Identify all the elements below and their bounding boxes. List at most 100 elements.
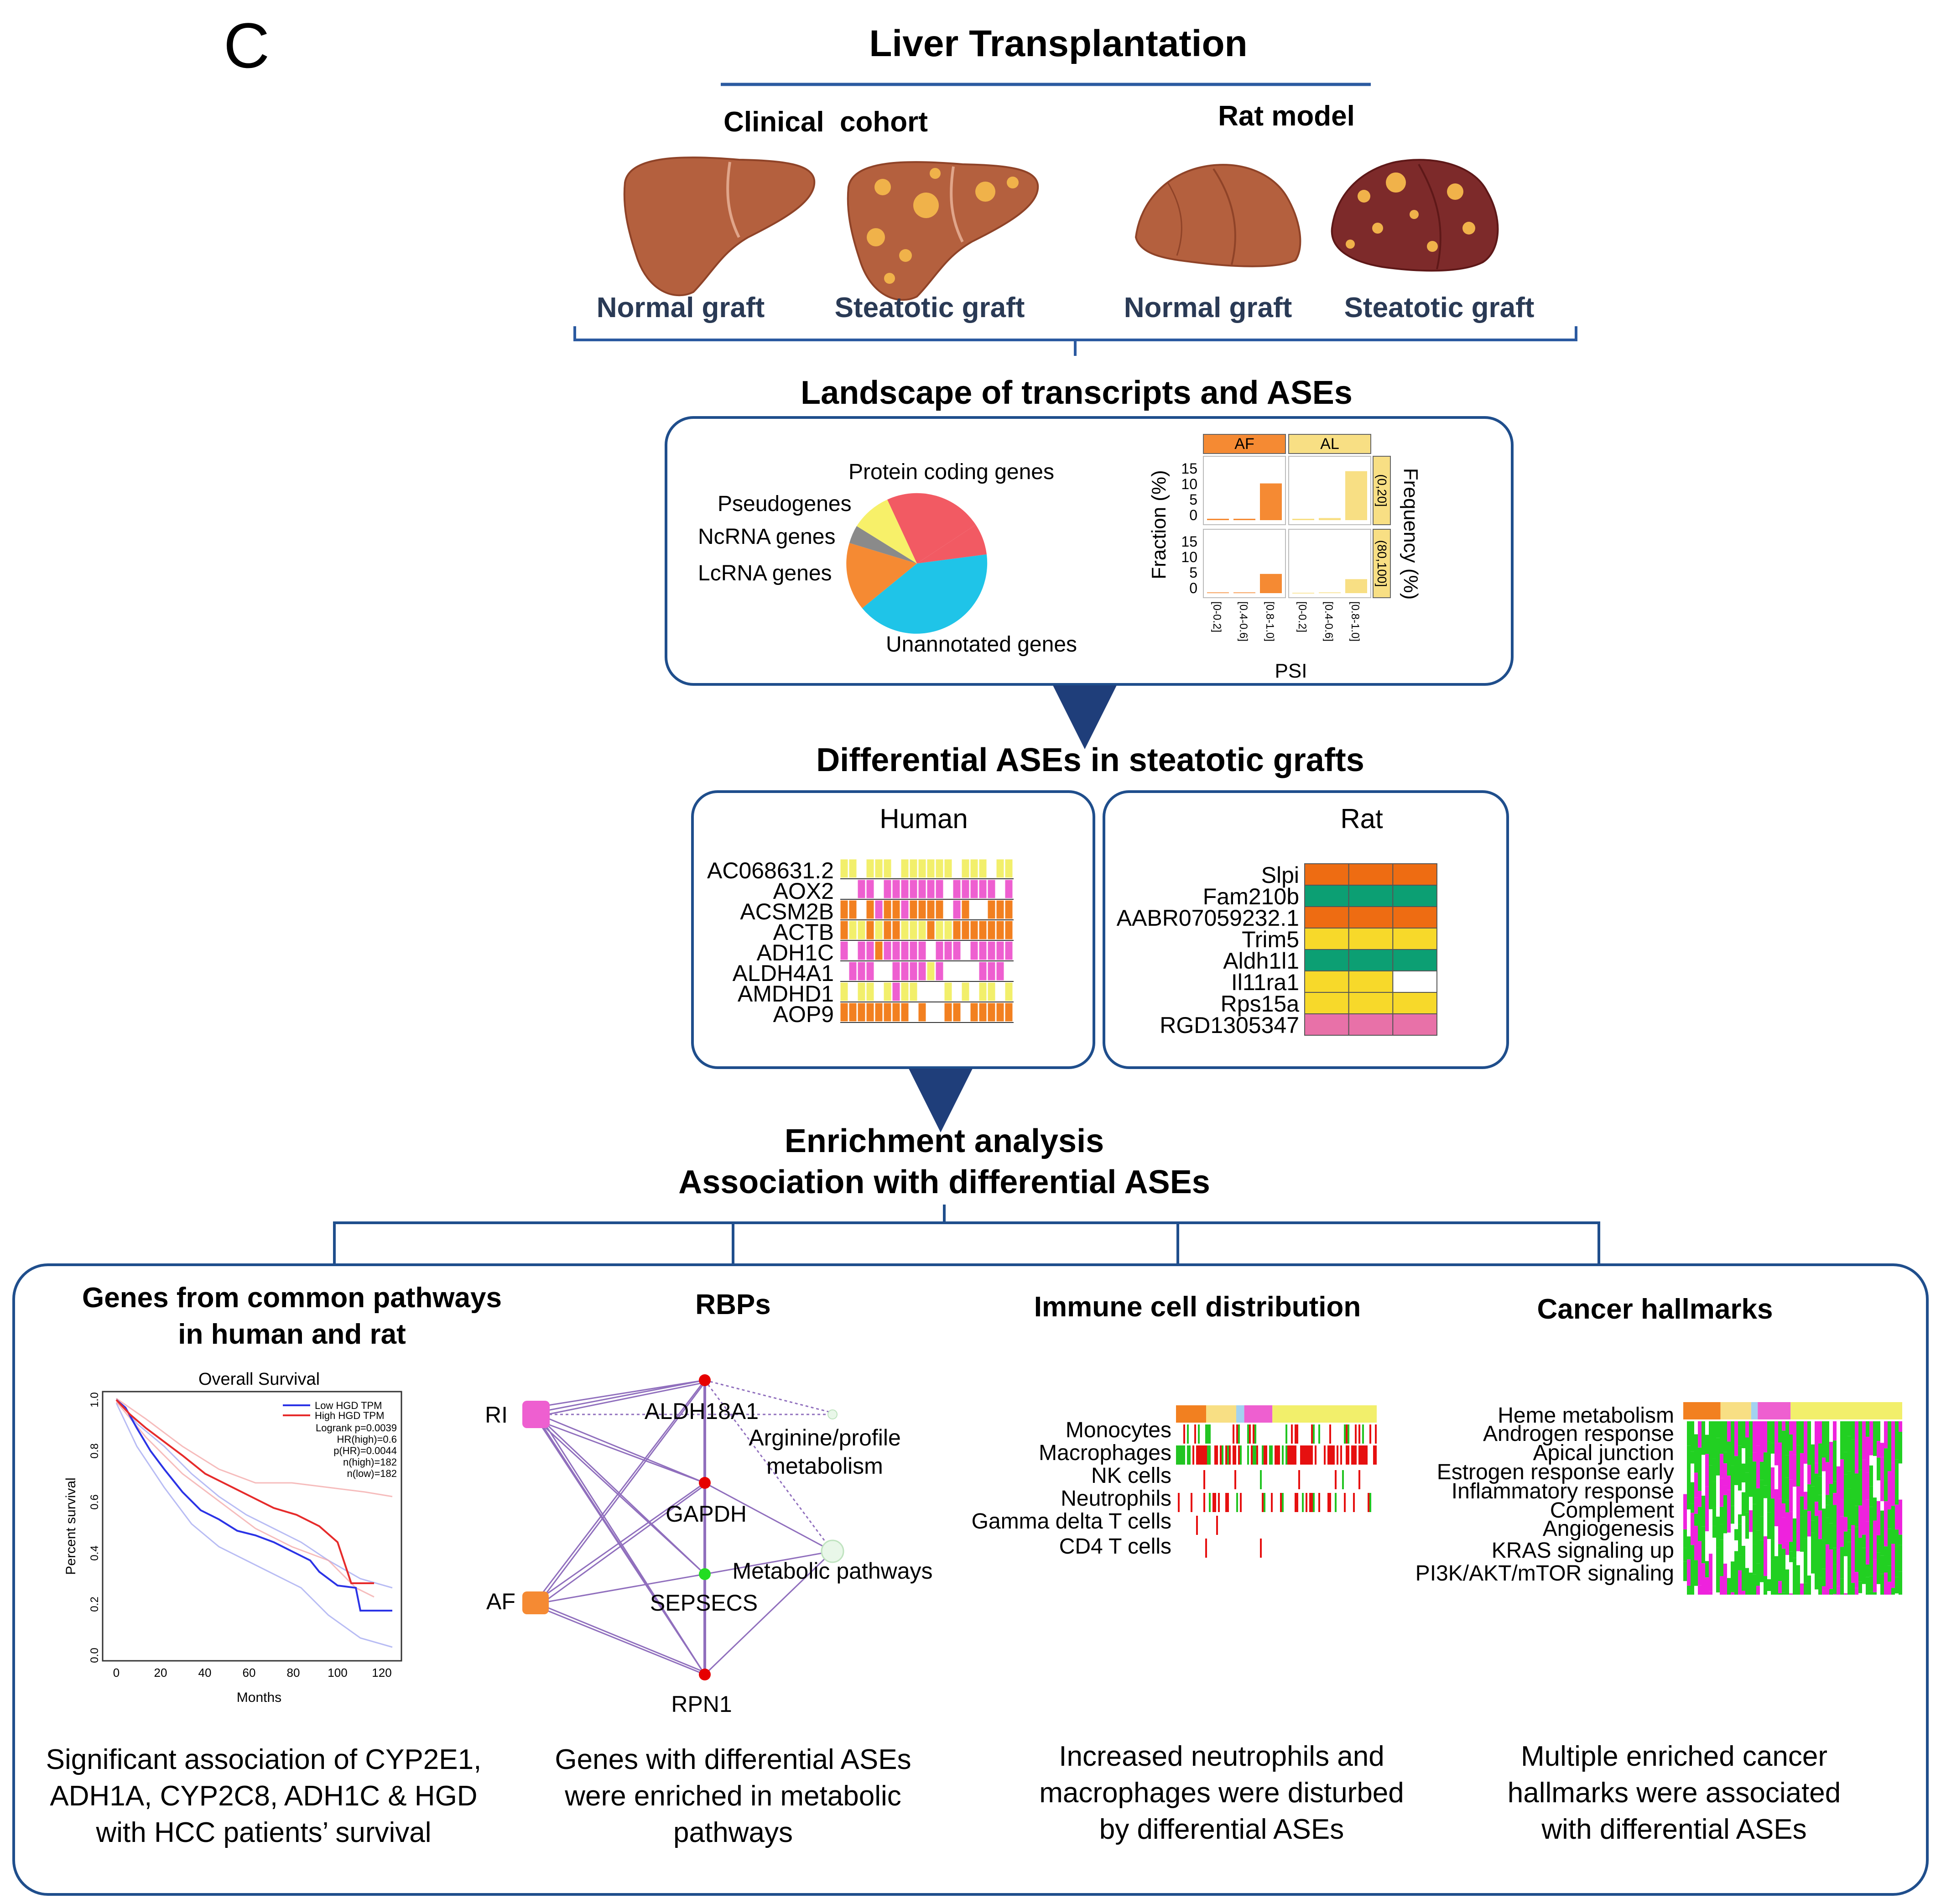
human-heat-cell-4-12 — [935, 920, 944, 940]
cancer-cell-45-0 — [1844, 1421, 1847, 1452]
human-heat-cell-1-9 — [909, 859, 918, 878]
cancer-cell-44-172 — [1840, 1499, 1844, 1517]
human-heat-cell-5-7 — [892, 941, 900, 960]
immune-cell-mark-4-88 — [1335, 1493, 1337, 1512]
cancer-cell-3-368 — [1691, 1589, 1694, 1595]
human-heat-cell-1-1 — [840, 859, 848, 878]
human-heat-cell-8-13 — [944, 1002, 952, 1022]
rbp-label-ri: RI — [485, 1402, 508, 1428]
cancer-cell-16-270 — [1738, 1544, 1742, 1556]
cancer-cell-40-90 — [1826, 1462, 1829, 1495]
cancer-cell-33-0 — [1800, 1421, 1804, 1453]
human-heat-cell-4-11 — [926, 920, 935, 940]
cancer-cell-58-269 — [1891, 1544, 1895, 1588]
immune-cell-mark-2-57 — [1278, 1445, 1280, 1465]
cancer-cell-12-141 — [1723, 1485, 1727, 1495]
immune-cell-mark-1-40 — [1247, 1424, 1249, 1444]
xtick-af-1: [0-0.2] — [1211, 601, 1223, 632]
human-heat-cell-2-6 — [883, 879, 892, 899]
immune-cell-mark-5-12 — [1196, 1516, 1198, 1535]
cancer-cell-27-71 — [1778, 1454, 1782, 1499]
graft-bracket — [573, 326, 1577, 356]
human-heat-cell-5-10 — [918, 941, 926, 960]
immune-cell-mark-2-1 — [1176, 1445, 1178, 1465]
cancer-cell-49-377 — [1858, 1593, 1862, 1595]
rat-heat-cell-5-2 — [1348, 949, 1394, 971]
human-heat-cell-6-7 — [892, 961, 900, 981]
human-heat-cell-1-11 — [926, 859, 935, 878]
cancer-cell-20-336 — [1753, 1574, 1756, 1595]
cancer-cell-2-252 — [1687, 1536, 1691, 1560]
cancer-cell-19-332 — [1749, 1572, 1753, 1595]
rat-heat-cell-1-3 — [1392, 863, 1437, 886]
cancer-cell-21-147 — [1756, 1488, 1760, 1531]
pie-slice-ncrna — [849, 526, 917, 563]
human-heat-cell-7-5 — [874, 982, 883, 1002]
human-heat-cell-7-7 — [892, 982, 900, 1002]
cancer-cell-32-143 — [1796, 1486, 1800, 1532]
cancer-cell-57-109 — [1888, 1471, 1891, 1510]
cancer-cell-3-0 — [1691, 1421, 1694, 1452]
cancer-cell-18-322 — [1745, 1568, 1749, 1595]
cancer-cell-20-0 — [1753, 1421, 1756, 1453]
immune-cell-mark-4-9 — [1191, 1493, 1192, 1512]
human-heat-cell-6-5 — [874, 961, 883, 981]
survival-xlabel: Months — [237, 1690, 281, 1705]
cancer-cell-19-195 — [1749, 1510, 1753, 1532]
cancer-cell-40-350 — [1826, 1581, 1829, 1595]
cancer-cell-19-166 — [1749, 1497, 1753, 1510]
cancer-cell-31-73 — [1793, 1455, 1796, 1487]
hallmark-5: Inflammatory response — [1452, 1479, 1674, 1503]
cancer-cell-9-342 — [1712, 1577, 1716, 1595]
human-heat-cell-6-15 — [961, 961, 970, 981]
xtick-al-3: [0.8-1.0] — [1349, 601, 1361, 642]
human-heat-cell-7-2 — [848, 982, 857, 1002]
cancer-cell-25-261 — [1771, 1540, 1774, 1560]
immune-cell-mark-2-84 — [1327, 1445, 1329, 1465]
cancer-cell-46-265 — [1847, 1542, 1851, 1567]
cancer-cell-15-0 — [1734, 1421, 1738, 1456]
cancer-cell-14-375 — [1731, 1592, 1734, 1595]
cancer-cell-17-0 — [1742, 1421, 1745, 1449]
human-heat-cell-7-9 — [909, 982, 918, 1002]
facet-row-top-label: (0,20] — [1375, 474, 1389, 507]
immune-cell-mark-4-98 — [1353, 1493, 1355, 1512]
human-heat-cell-1-19 — [996, 859, 1004, 878]
human-heat-cell-2-18 — [987, 879, 996, 899]
cancer-cell-33-165 — [1800, 1496, 1804, 1517]
human-heat-cell-2-9 — [909, 879, 918, 899]
immune-cell-mark-1-79 — [1318, 1424, 1320, 1444]
human-heat-cell-8-17 — [978, 1002, 987, 1022]
immune-cell-mark-4-2 — [1178, 1493, 1180, 1512]
human-heat-cell-7-13 — [944, 982, 952, 1002]
immune-cell-mark-4-85 — [1329, 1493, 1331, 1512]
cancer-cell-29-262 — [1785, 1541, 1789, 1555]
immune-cell-mark-2-30 — [1229, 1445, 1231, 1465]
immune-cell-mark-2-89 — [1337, 1445, 1338, 1465]
ytick-bot-10: 10 — [1181, 549, 1197, 565]
human-heat-cell-7-18 — [987, 982, 996, 1002]
rat-heat-cell-5-3 — [1392, 949, 1437, 971]
cancer-cell-4-113 — [1694, 1472, 1698, 1488]
xtick-7: 120 — [372, 1666, 391, 1680]
rbps-heading: RBPs — [695, 1289, 770, 1320]
rat-model-label: Rat model — [1218, 100, 1355, 132]
human-gene-2: AOX2 — [773, 878, 834, 904]
cancer-cell-55-196 — [1880, 1510, 1884, 1556]
human-heat-cell-1-13 — [944, 859, 952, 878]
cancer-cell-11-226 — [1720, 1524, 1723, 1540]
hallmark-9: PI3K/AKT/mTOR signaling — [1415, 1561, 1674, 1586]
rat-heat-cell-7-1 — [1304, 992, 1349, 1014]
cancer-cell-56-0 — [1884, 1421, 1888, 1449]
immune-cell-mark-1-34 — [1236, 1424, 1238, 1444]
human-heat-cell-2-4 — [866, 879, 874, 899]
human-heat-cell-1-20 — [1004, 859, 1013, 878]
human-heat-cell-5-18 — [987, 941, 996, 960]
cancer-cell-11-0 — [1720, 1421, 1723, 1454]
immune-cell-mark-1-43 — [1253, 1424, 1254, 1444]
immune-cell-mark-2-110 — [1375, 1445, 1377, 1465]
immune-cell-4: Neutrophils — [1061, 1487, 1171, 1511]
xtick-5: 80 — [287, 1666, 300, 1680]
cancer-cell-26-296 — [1774, 1556, 1778, 1595]
human-heat-cell-3-5 — [874, 900, 883, 919]
